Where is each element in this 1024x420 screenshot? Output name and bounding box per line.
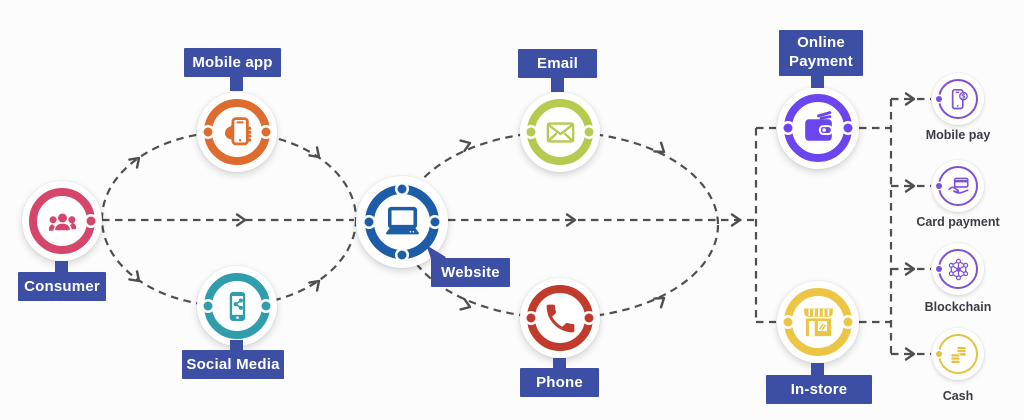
node-in-store: [777, 281, 859, 363]
caption-card-payment: Card payment: [916, 215, 1000, 229]
svg-text:$: $: [961, 92, 966, 100]
label-social-media: Social Media: [182, 340, 284, 379]
wallet-icon: [798, 108, 839, 149]
people-icon: [44, 203, 81, 240]
mobile-pay-icon: $: [945, 86, 972, 113]
label-email: Email: [518, 49, 597, 92]
email-label-text: Email: [536, 55, 579, 72]
phone-share-icon: [219, 288, 256, 325]
social-media-label-text: Social Media: [186, 356, 280, 373]
coins-icon: [945, 341, 972, 368]
label-online-payment: Online Payment: [779, 30, 863, 88]
node-social-media: [197, 266, 277, 346]
mobile-app-label-text: Mobile app: [192, 54, 273, 71]
caption-mobile-pay: Mobile pay: [925, 128, 991, 142]
label-website: Website: [426, 245, 510, 287]
label-consumer: Consumer: [18, 261, 106, 301]
caption-cash: Cash: [942, 389, 974, 403]
node-cash: [932, 328, 984, 380]
phone-handset-icon: [542, 300, 579, 337]
node-card-payment: [932, 160, 984, 212]
node-email: [520, 92, 600, 172]
caption-blockchain: Blockchain: [924, 300, 992, 314]
label-phone: Phone: [520, 358, 599, 397]
envelope-icon: [542, 114, 579, 151]
in-store-label-text: In-store: [790, 381, 848, 398]
blockchain-icon: [945, 256, 972, 283]
node-mobile-pay: $: [932, 73, 984, 125]
laptop-icon: [380, 200, 425, 245]
node-phone: [520, 278, 600, 358]
phone-label-text: Phone: [536, 374, 583, 391]
hand-phone-icon: [219, 114, 256, 151]
node-online-payment: [777, 87, 859, 169]
node-blockchain: [932, 243, 984, 295]
consumer-label-text: Consumer: [24, 278, 100, 295]
storefront-icon: [798, 302, 839, 343]
node-consumer: [22, 181, 102, 261]
online-payment-label-text: Online Payment: [789, 34, 853, 70]
label-mobile-app: Mobile app: [184, 48, 281, 91]
card-payment-icon: [945, 173, 972, 200]
website-label-text: Website: [441, 264, 500, 281]
node-mobile-app: [197, 92, 277, 172]
label-in-store: In-store: [766, 363, 872, 404]
